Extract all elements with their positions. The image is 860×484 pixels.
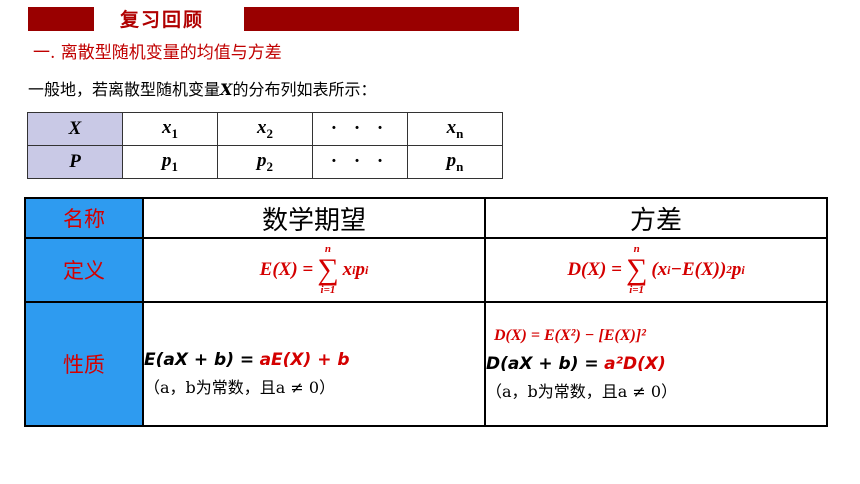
dist-xn: xn [407,112,503,146]
dist-x2: x2 [217,112,313,146]
variance-property-cell: D(X) = E(X²) − [E(X)]² D(aX + b) = a²D(X… [484,301,828,427]
exp-prop-rhs: aE(X) + b [259,350,350,370]
props-header-variance: 方差 [484,197,828,239]
var-def-term: (x [651,259,668,280]
var-def-sup: 2 [726,264,732,276]
page-title: 复习回顾 [120,9,205,31]
props-header-expectation: 数学期望 [142,197,486,239]
props-header-row: 名称 数学期望 方差 [24,197,828,239]
dist-pn: pn [407,145,503,179]
var-prop-lhs: D(aX + b) = [486,354,599,374]
props-nature-label: 性质 [24,301,144,427]
sum-bottom: i=1 [320,284,336,296]
header-bar-right [244,7,519,31]
exp-prop-formula: E(aX + b) = aE(X) + b [144,346,484,374]
dist-pn-sub: n [456,158,464,174]
exp-prop-note: （a，b为常数，且a ≠ 0） [144,378,336,397]
dist-x-dots: · · · [312,112,408,146]
dist-x2-var: x [257,116,267,138]
dist-x2-sub: 2 [266,125,274,141]
dist-p1-sub: 1 [171,158,179,174]
var-prop-note: （a，b为常数，且a ≠ 0） [486,382,678,401]
props-nature-row: 性质 E(aX + b) = aE(X) + b （a，b为常数，且a ≠ 0）… [24,301,828,427]
dist-p2-sub: 2 [266,158,274,174]
var-def-lhs: D(X) = [567,259,622,280]
intro-before: 一般地，若离散型随机变量 [28,80,221,99]
distribution-row-p: P p1 p2 · · · pn [27,145,503,179]
section-heading: 一. 离散型随机变量的均值与方差 [33,43,282,63]
exp-def-term: x [342,259,353,280]
sum-bottom: i=1 [629,284,645,296]
var-def-sub1: i [667,262,671,277]
dist-xn-var: x [446,116,457,138]
dist-x1-sub: 1 [171,125,179,141]
intro-after: 的分布列如表所示： [232,80,377,99]
exp-def-sub2: i [364,262,369,277]
var-def-term2: p [731,259,742,280]
sum-top: n [633,243,640,255]
var-prop-formula: D(aX + b) = a²D(X) [486,350,826,378]
distribution-table: X x1 x2 · · · xn P p1 p2 · · · pn [27,112,503,179]
dist-xn-sub: n [456,125,464,141]
dist-x1-var: x [162,116,172,138]
sum-symbol: n ∑ i=1 [626,244,647,296]
exp-prop-lhs: E(aX + b) = [144,350,255,370]
header-bar-left [28,7,94,31]
exp-def-term2: p [355,259,365,280]
sum-top: n [324,243,331,255]
dist-pn-var: p [446,149,457,171]
var-def-sub2: i [741,262,745,277]
dist-p1: p1 [122,145,218,179]
props-definition-label: 定义 [24,237,144,303]
props-header-name: 名称 [24,197,144,239]
dist-header-p: P [27,145,123,179]
var-prop-rhs: a²D(X) [604,354,666,374]
expectation-property-cell: E(aX + b) = aE(X) + b （a，b为常数，且a ≠ 0） [142,301,486,427]
dist-p2: p2 [217,145,313,179]
var-prop-line1: D(X) = E(X²) − [E(X)]² [494,327,646,344]
sum-symbol: n ∑ i=1 [317,244,338,296]
sigma-icon: ∑ [317,253,339,286]
sigma-icon: ∑ [625,253,648,286]
exp-def-lhs: E(X) = [259,259,314,280]
exp-def-sub1: i [352,262,356,277]
intro-var: X [220,80,233,99]
dist-p1-var: p [162,149,172,171]
dist-p2-var: p [257,149,267,171]
intro-text: 一般地，若离散型随机变量X的分布列如表所示： [28,76,376,100]
dist-p-dots: · · · [312,145,408,179]
var-def-term-mid: −E(X)) [670,259,727,280]
dist-header-x: X [27,112,123,146]
dist-x1: x1 [122,112,218,146]
distribution-row-x: X x1 x2 · · · xn [27,112,503,146]
